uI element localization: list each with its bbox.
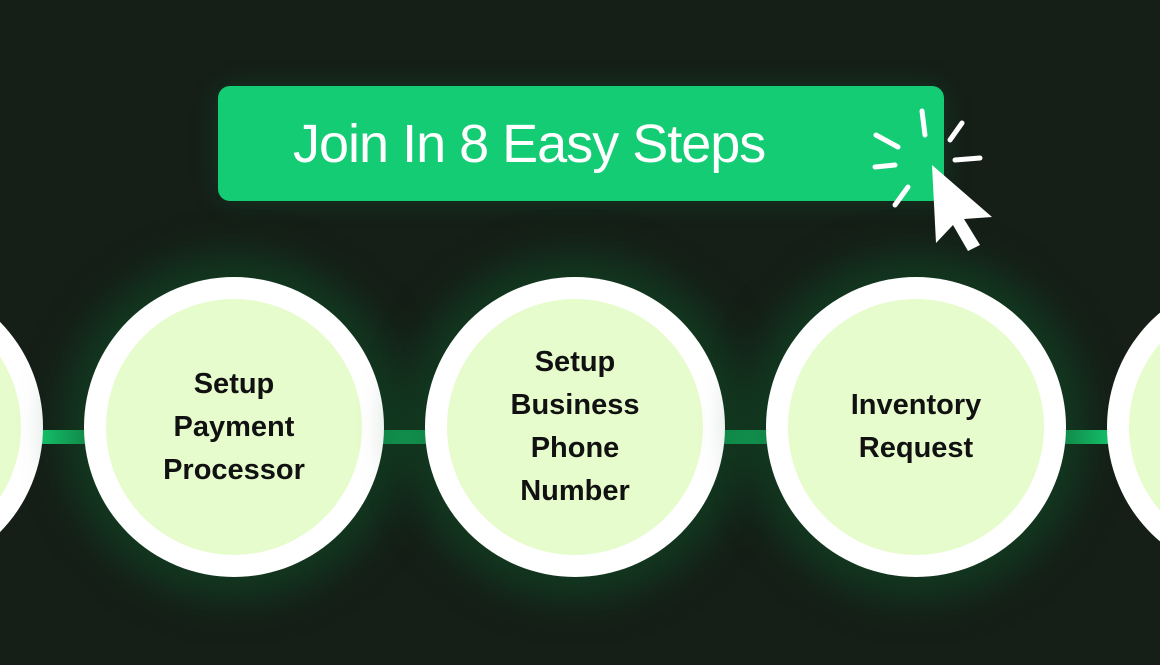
cursor-click-icon: [872, 108, 992, 251]
join-steps-button[interactable]: Join In 8 Easy Steps: [218, 86, 944, 201]
step-label: [1150, 420, 1151, 421]
step-circle-partial-left: [0, 321, 43, 533]
step-label: [5, 420, 6, 421]
step-circle-phone: Setup Business Phone Number: [425, 277, 725, 577]
title-text: Join In 8 Easy Steps: [293, 114, 766, 174]
step-label: Setup Business Phone Number: [510, 346, 640, 507]
step-label: Setup Payment Processor: [163, 367, 305, 486]
step-circle-payment: Setup Payment Processor: [84, 277, 384, 577]
step-circle-partial-right: [1107, 312, 1160, 542]
step-label: Inventory Request: [850, 389, 982, 464]
step-circle-inventory: Inventory Request: [766, 277, 1066, 577]
